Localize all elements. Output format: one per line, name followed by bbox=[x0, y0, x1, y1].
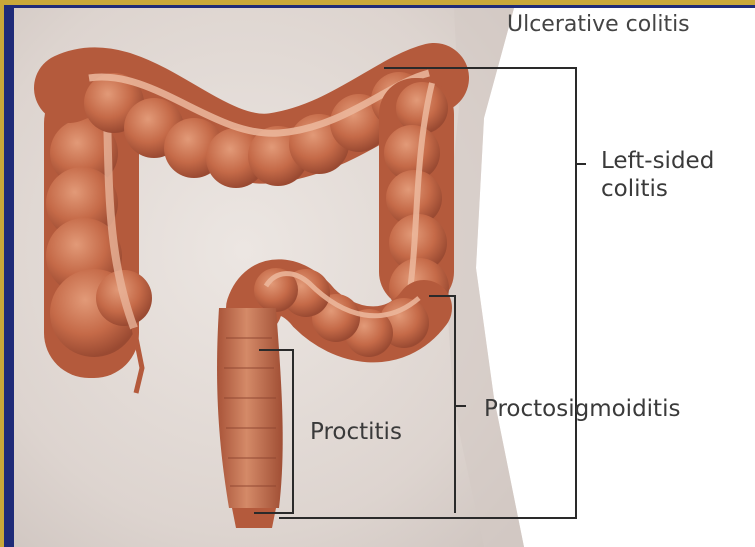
label-proctitis: Proctitis bbox=[310, 419, 402, 447]
illustration-panel: Ulcerative colitis Left-sided colitis Pr… bbox=[14, 8, 755, 547]
frame-border-left bbox=[0, 0, 4, 547]
frame-border-top bbox=[0, 0, 755, 5]
label-left-sided-colitis: Left-sided colitis bbox=[601, 148, 714, 203]
diagram-title: Ulcerative colitis bbox=[507, 12, 690, 38]
label-proctosigmoiditis: Proctosigmoiditis bbox=[484, 396, 680, 424]
colon-illustration bbox=[14, 8, 755, 547]
